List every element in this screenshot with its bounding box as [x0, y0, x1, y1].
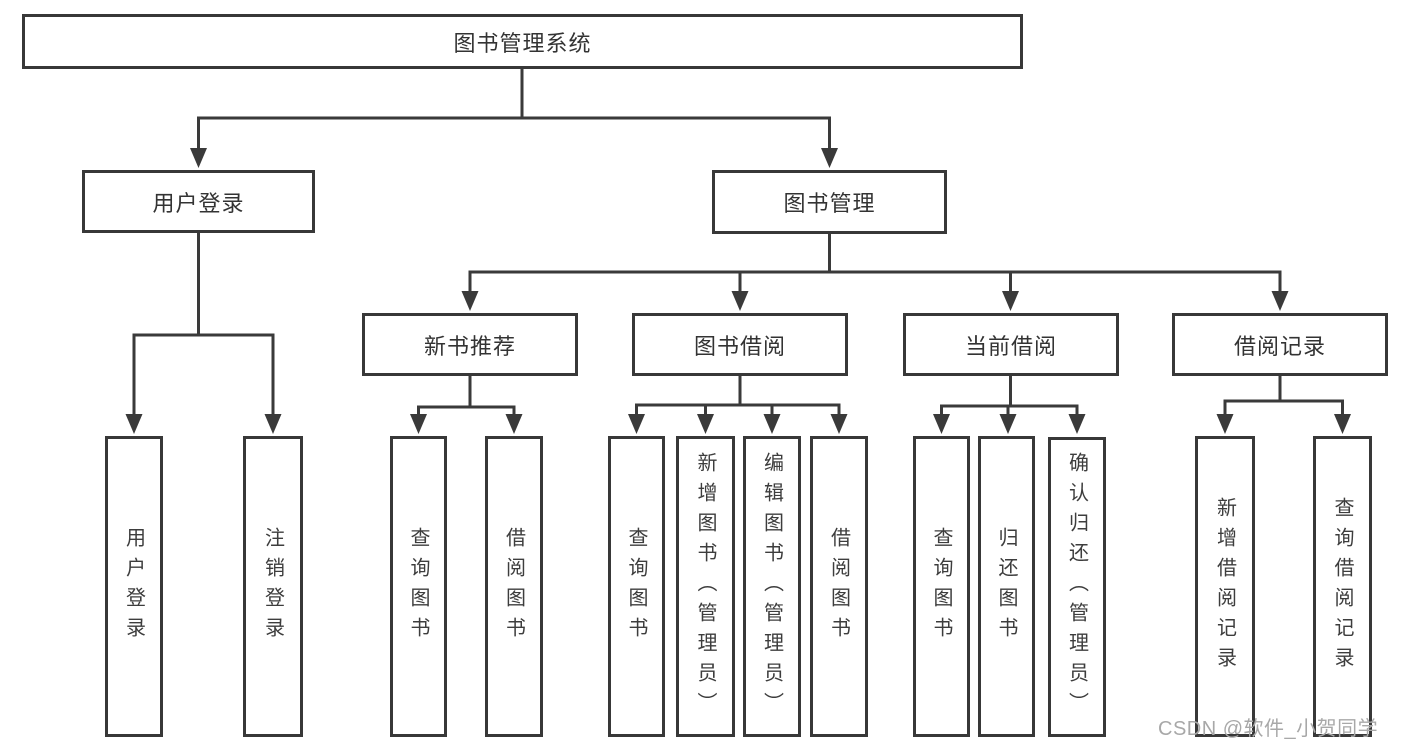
arrowhead-down — [697, 414, 714, 434]
leaf-add-borrow-record: 新增借阅记录 — [1195, 436, 1255, 737]
leaf-logout: 注销登录 — [243, 436, 303, 737]
leaf-borrow-book: 借阅图书 — [810, 436, 868, 737]
node-book-management: 图书管理 — [712, 170, 947, 234]
arrowhead-down — [190, 148, 207, 168]
leaf-return-book-label: 归还图书 — [995, 526, 1017, 647]
arrowhead-down — [999, 414, 1017, 434]
leaf-rec-query-book-label: 查询图书 — [407, 526, 429, 647]
connector-new-book-rec-children — [410, 376, 523, 434]
leaf-user-login: 用户登录 — [105, 436, 163, 737]
csdn-watermark: CSDN @软件_小贺同学 — [1158, 718, 1379, 740]
arrowhead-down — [505, 414, 523, 434]
connector-borrow-record-children — [1216, 376, 1351, 434]
leaf-add-book-admin: 新增图书（管理员） — [676, 436, 735, 737]
leaf-logout-label: 注销登录 — [261, 526, 284, 647]
arrowhead-down — [264, 414, 282, 434]
arrowhead-down — [1216, 414, 1234, 434]
connector-current-borrow-children — [933, 376, 1086, 434]
node-root-label: 图书管理系统 — [453, 30, 592, 56]
arrowhead-down — [1334, 414, 1351, 434]
leaf-borrow-book-label: 借阅图书 — [827, 526, 850, 647]
leaf-add-borrow-record-label: 新增借阅记录 — [1213, 496, 1236, 677]
leaf-current-query-book-label: 查询图书 — [930, 526, 952, 647]
leaf-edit-book-admin: 编辑图书（管理员） — [743, 436, 801, 737]
leaf-confirm-return-admin: 确认归还（管理员） — [1048, 437, 1106, 737]
arrowhead-down — [125, 414, 143, 434]
arrowhead-down — [1068, 414, 1086, 434]
node-user-login-label: 用户登录 — [152, 190, 245, 216]
leaf-borrow-query-book-label: 查询图书 — [625, 526, 647, 647]
node-borrow-record-label: 借阅记录 — [1233, 333, 1326, 359]
arrowhead-down — [1271, 291, 1289, 311]
node-user-login: 用户登录 — [82, 170, 315, 233]
leaf-confirm-return-admin-label: 确认归还（管理员） — [1065, 452, 1088, 722]
node-book-borrow: 图书借阅 — [632, 313, 848, 376]
node-current-borrow: 当前借阅 — [903, 313, 1119, 376]
arrowhead-down — [830, 414, 848, 434]
node-new-book-recommend: 新书推荐 — [362, 313, 578, 376]
arrowhead-down — [410, 414, 427, 434]
arrowhead-down — [628, 414, 645, 434]
leaf-rec-borrow-book-label: 借阅图书 — [502, 526, 525, 647]
node-borrow-record: 借阅记录 — [1172, 313, 1388, 376]
connector-book-borrow-children — [628, 376, 848, 434]
node-new-book-recommend-label: 新书推荐 — [423, 333, 516, 359]
connector-book-management-children — [461, 234, 1289, 311]
leaf-rec-borrow-book: 借阅图书 — [485, 436, 543, 737]
leaf-edit-book-admin-label: 编辑图书（管理员） — [760, 451, 783, 722]
leaf-current-query-book: 查询图书 — [913, 436, 970, 737]
leaf-return-book: 归还图书 — [978, 436, 1035, 737]
arrowhead-down — [763, 414, 781, 434]
leaf-borrow-query-book: 查询图书 — [608, 436, 665, 737]
node-book-borrow-label: 图书借阅 — [693, 333, 786, 359]
leaf-rec-query-book: 查询图书 — [390, 436, 447, 737]
arrowhead-down — [933, 414, 950, 434]
arrowhead-down — [1002, 291, 1019, 311]
node-root: 图书管理系统 — [22, 14, 1023, 69]
node-current-borrow-label: 当前借阅 — [964, 333, 1057, 359]
leaf-query-borrow-record: 查询借阅记录 — [1313, 436, 1372, 737]
leaf-add-book-admin-label: 新增图书（管理员） — [694, 451, 716, 722]
arrowhead-down — [731, 291, 749, 311]
arrowhead-down — [461, 291, 479, 311]
connector-user-login-children — [125, 233, 282, 434]
connector-root-to-level2 — [190, 69, 838, 168]
node-book-management-label: 图书管理 — [783, 191, 876, 216]
arrowhead-down — [821, 148, 838, 168]
leaf-query-borrow-record-label: 查询借阅记录 — [1331, 496, 1353, 677]
leaf-user-login-label: 用户登录 — [122, 526, 145, 647]
